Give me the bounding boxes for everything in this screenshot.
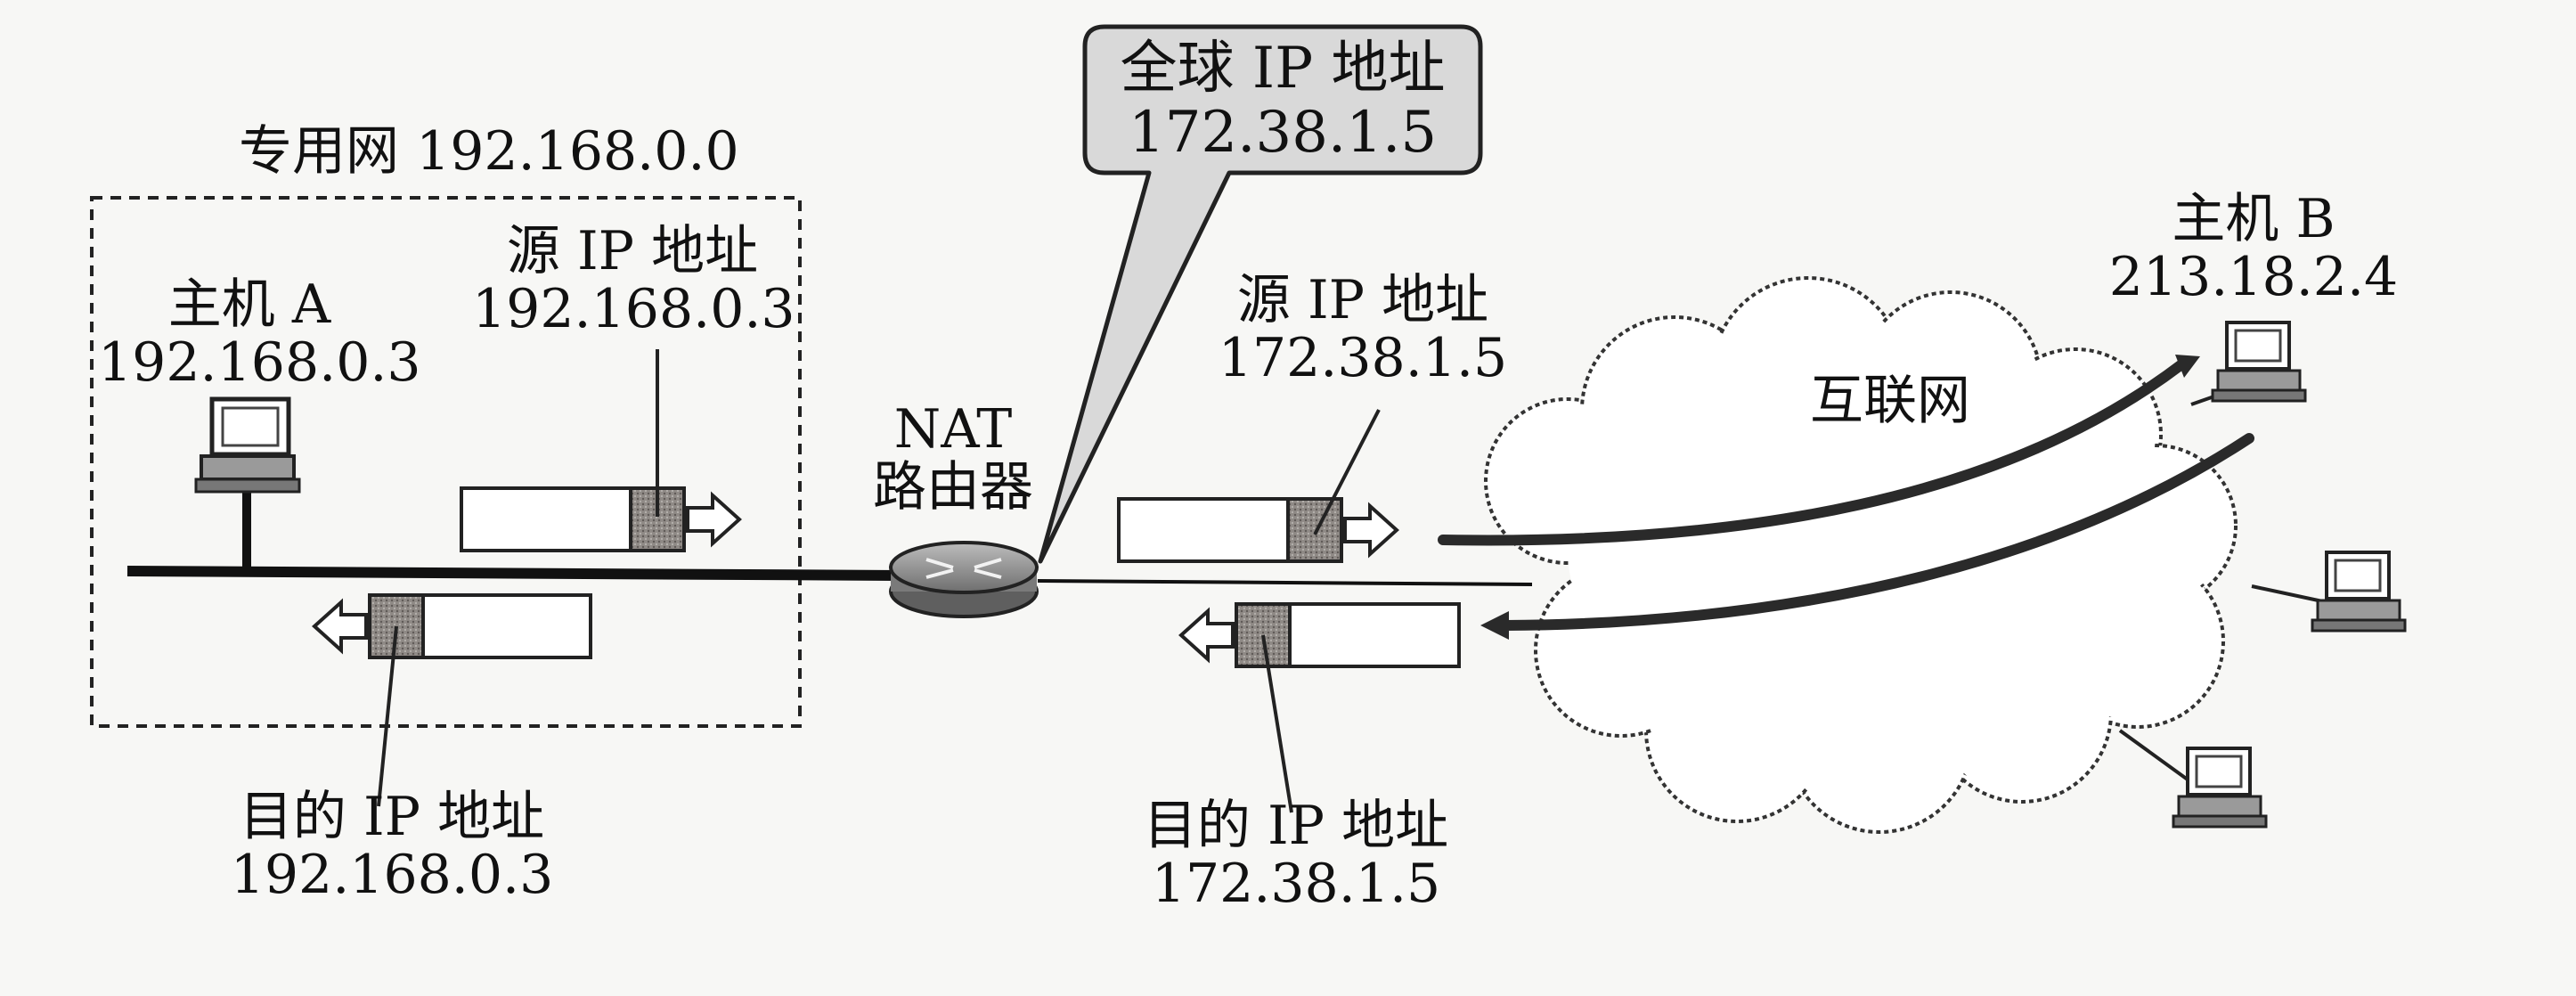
outside-source-title: 源 IP 地址 bbox=[1236, 269, 1489, 331]
private-network-label: 专用网 192.168.0.0 bbox=[239, 120, 739, 183]
leader-outside-destination bbox=[1261, 634, 1293, 813]
outside-destination-ip: 172.38.1.5 bbox=[1151, 852, 1441, 915]
internet-host-3-computer-icon bbox=[2172, 747, 2268, 829]
host-a-computer-icon bbox=[194, 396, 301, 494]
outbound-arrow-head bbox=[2175, 355, 2200, 378]
nat-router-line2: 路由器 bbox=[873, 455, 1033, 518]
lan-bus bbox=[126, 566, 901, 581]
internet-host-2-computer-icon bbox=[2311, 551, 2407, 633]
outside-source-label: 源 IP 地址 172.38.1.5 bbox=[1194, 272, 1532, 388]
global-ip-label: 全球 IP 地址 172.38.1.5 bbox=[1091, 37, 1474, 165]
inside-source-ip: 192.168.0.3 bbox=[472, 277, 795, 340]
global-ip-title: 全球 IP 地址 bbox=[1120, 36, 1446, 102]
host-a-name: 主机 A bbox=[167, 273, 331, 336]
host-b-computer-icon bbox=[2211, 321, 2307, 403]
inbound-arrow-head bbox=[1480, 611, 1509, 640]
packet-inside-outbound bbox=[460, 486, 742, 552]
nat-router-line1: NAT bbox=[893, 398, 1013, 461]
inside-source-label: 源 IP 地址 192.168.0.3 bbox=[472, 220, 795, 340]
leader-outside-source bbox=[1313, 409, 1381, 535]
wan-link bbox=[1037, 579, 1533, 586]
internet-label: 互联网 bbox=[1810, 370, 1970, 432]
host-b-label: 主机 B 213.18.2.4 bbox=[2102, 191, 2405, 306]
host-b-ip: 213.18.2.4 bbox=[2108, 245, 2399, 308]
leader-inside-destination bbox=[377, 625, 398, 807]
host-2-link bbox=[2251, 584, 2327, 604]
inside-destination-title: 目的 IP 地址 bbox=[239, 786, 545, 848]
packet-inside-inbound bbox=[312, 593, 592, 659]
outside-source-ip: 172.38.1.5 bbox=[1218, 326, 1508, 389]
global-ip-callout-bubble bbox=[1038, 24, 1483, 564]
inside-destination-label: 目的 IP 地址 192.168.0.3 bbox=[205, 788, 579, 904]
packet-outside-outbound bbox=[1117, 497, 1399, 563]
outside-destination-label: 目的 IP 地址 172.38.1.5 bbox=[1109, 797, 1483, 913]
host-a-label: 主机 A 192.168.0.3 bbox=[98, 273, 421, 394]
outside-destination-title: 目的 IP 地址 bbox=[1143, 795, 1449, 857]
private-network-boundary bbox=[90, 196, 802, 728]
nat-router-icon bbox=[889, 541, 1039, 618]
host-b-name: 主机 B bbox=[2172, 188, 2336, 250]
internet-cloud-icon bbox=[1484, 276, 2238, 834]
host-a-ip: 192.168.0.3 bbox=[98, 331, 421, 394]
nat-router-label: NAT 路由器 bbox=[864, 401, 1042, 517]
packet-outside-inbound bbox=[1178, 602, 1461, 668]
inside-destination-ip: 192.168.0.3 bbox=[230, 843, 554, 906]
host-3-link bbox=[2118, 729, 2193, 784]
inside-source-title: 源 IP 地址 bbox=[506, 220, 759, 282]
outbound-traffic-arrow bbox=[1438, 360, 2186, 546]
global-ip-value: 172.38.1.5 bbox=[1128, 99, 1438, 166]
inbound-traffic-arrow bbox=[1500, 433, 2254, 631]
